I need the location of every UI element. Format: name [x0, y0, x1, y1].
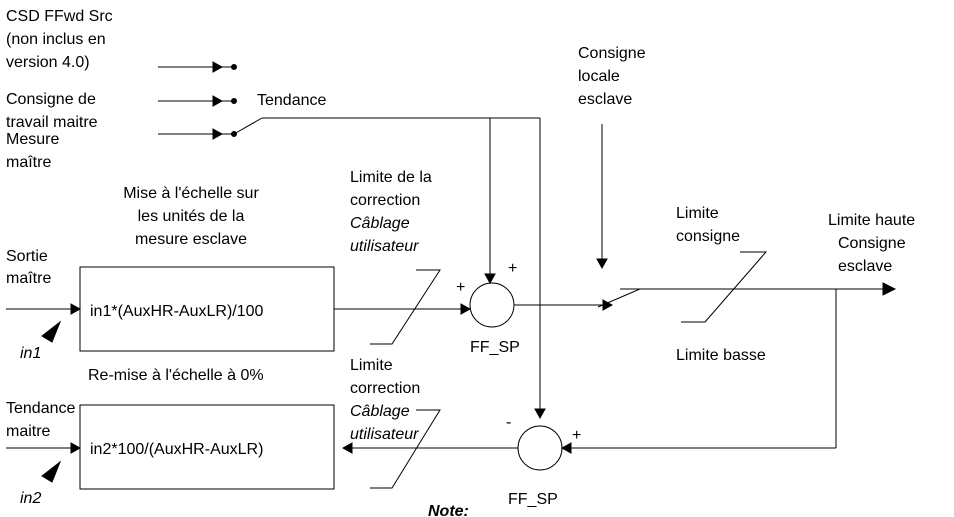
tendance-maitre-label-line2: maitre	[6, 423, 51, 440]
scale-block-bottom	[79, 404, 335, 490]
scale-block-bottom-formula: in2*100/(AuxHR-AuxLR)	[90, 441, 263, 458]
consigne-locale-label-line1: Consigne	[578, 45, 646, 62]
consigne-locale-label-line2: locale	[578, 68, 620, 85]
mesure-maitre-arrowhead	[212, 128, 224, 140]
cablage-bottom-line2: utilisateur	[350, 426, 419, 443]
consigne-locale-arrowhead	[596, 258, 608, 270]
consigne-locale-label-line3: esclave	[578, 91, 632, 108]
consigne-travail-label-line1: Consigne de	[6, 91, 96, 108]
limiter-bottom-symbol	[370, 409, 441, 489]
cablage-bottom-line1: Câblage	[350, 403, 410, 420]
cablage-top-line1: Câblage	[350, 215, 410, 232]
consigne-esclave-output-arrowhead	[882, 282, 897, 296]
re-mise-echelle-label: Re-mise à l'échelle à 0%	[88, 367, 264, 384]
tendance-to-sum-top-arrowhead	[484, 273, 496, 285]
limiter-setpoint-symbol	[681, 251, 768, 323]
summing-junction-top	[469, 282, 515, 328]
ff-sp-top-label: FF_SP	[470, 339, 520, 356]
limite-basse-label: Limite basse	[676, 347, 766, 364]
mesure-maitre-label-line2: maître	[6, 154, 51, 171]
note-label: Note:	[428, 503, 469, 517]
limite-correction-top-line1: Limite de la	[350, 169, 432, 186]
limite-correction-top-line2: correction	[350, 192, 420, 209]
limite-correction-bottom-line2: correction	[350, 380, 420, 397]
setpoint-switch-blade	[597, 288, 641, 308]
consigne-esclave-label-line1: Consigne	[838, 235, 906, 252]
in1-marker	[41, 320, 62, 343]
limite-correction-bottom-line1: Limite	[350, 357, 393, 374]
sum-top-plus-left: +	[456, 279, 465, 296]
csd-ffwd-label-line2: (non inclus en	[6, 31, 106, 48]
sortie-maitre-label-line1: Sortie	[6, 248, 48, 265]
sortie-maitre-arrowhead	[70, 303, 82, 315]
mesure-maitre-label-line1: Mesure	[6, 131, 59, 148]
consigne-travail-arrowhead	[212, 95, 224, 107]
sum-bottom-to-block-arrowhead	[341, 442, 353, 454]
tendance-maitre-label-line1: Tendance	[6, 400, 75, 417]
in2-label: in2	[20, 490, 41, 507]
tendance-label: Tendance	[257, 92, 326, 109]
sortie-maitre-label-line2: maître	[6, 270, 51, 287]
summing-junction-bottom	[517, 425, 563, 471]
in1-label: in1	[20, 345, 41, 362]
csd-ffwd-arrowhead	[212, 61, 224, 73]
consigne-esclave-label-line2: esclave	[838, 258, 892, 275]
limiter-top-symbol	[370, 269, 441, 345]
limite-consigne-label-line2: consigne	[676, 228, 740, 245]
limite-haute-label: Limite haute	[828, 212, 915, 229]
tendance-to-sum-bottom-arrowhead	[534, 408, 546, 420]
sum-top-plus-right: +	[508, 260, 517, 277]
limite-consigne-label-line1: Limite	[676, 205, 719, 222]
csd-ffwd-label-line1: CSD FFwd Src	[6, 8, 113, 25]
ff-sp-bottom-label: FF_SP	[508, 491, 558, 508]
csd-ffwd-switch-contact	[231, 64, 237, 70]
scale-top-to-sum-arrowhead	[460, 303, 472, 315]
cablage-top-line2: utilisateur	[350, 238, 419, 255]
tendance-switch-blade	[233, 117, 263, 135]
csd-ffwd-label-line3: version 4.0)	[6, 54, 90, 71]
consigne-travail-switch-contact	[231, 98, 237, 104]
mise-echelle-label-line3: mesure esclave	[135, 231, 247, 248]
mise-echelle-label-line2: les unités de la	[138, 208, 245, 225]
sum-bottom-plus: +	[572, 427, 581, 444]
tendance-maitre-arrowhead	[70, 442, 82, 454]
mise-echelle-label-line1: Mise à l'échelle sur	[123, 185, 259, 202]
scale-block-top-formula: in1*(AuxHR-AuxLR)/100	[90, 303, 264, 320]
consigne-travail-label-line2: travail maitre	[6, 114, 98, 131]
in2-marker	[41, 460, 62, 483]
feedback-arrowhead	[560, 442, 572, 454]
sum-bottom-minus: -	[506, 414, 511, 431]
